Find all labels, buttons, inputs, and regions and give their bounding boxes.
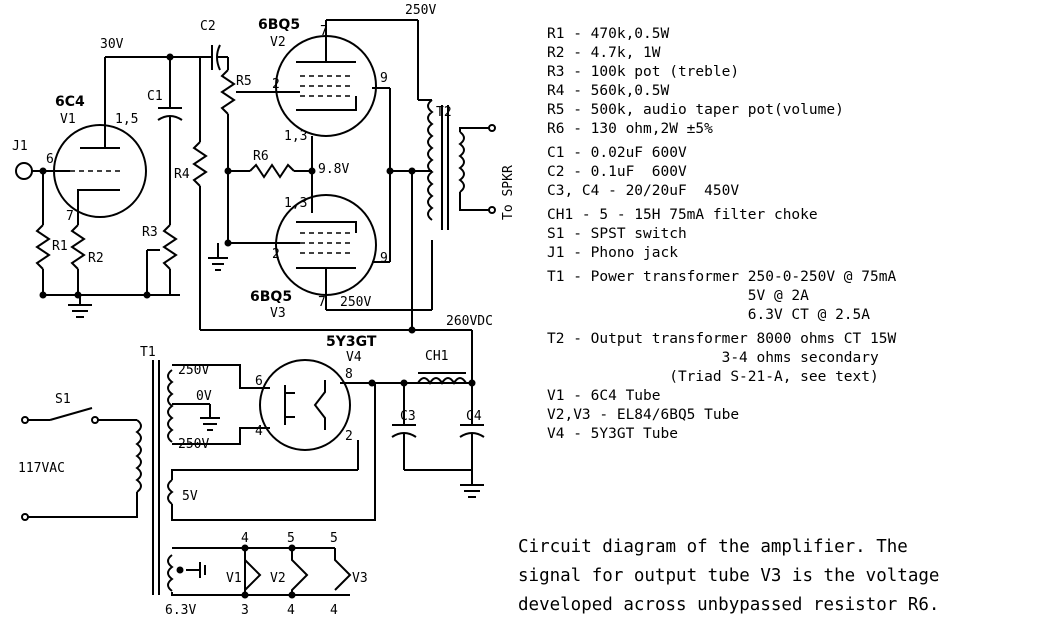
parts-list-item: T2 - Output transformer 8000 ohms CT 15W xyxy=(547,331,897,347)
heater-pin-5b-label: 5 xyxy=(330,531,338,546)
v2-pin13-label: 1,3 xyxy=(284,129,307,144)
parts-list-item: (Triad S-21-A, see text) xyxy=(547,369,879,385)
v3-pin9-label: 9 xyxy=(380,251,388,266)
v2-pin9-label: 9 xyxy=(380,71,388,86)
heater-pin-3-label: 3 xyxy=(241,603,249,618)
v1-type-label: 6C4 xyxy=(55,94,85,110)
heater-pin-5a-label: 5 xyxy=(287,531,295,546)
v2-type-label: 6BQ5 xyxy=(258,17,300,33)
parts-list-item: R3 - 100k pot (treble) xyxy=(547,64,740,80)
v1-pin7-label: 7 xyxy=(66,209,74,224)
v4-pin4-label: 4 xyxy=(255,424,263,439)
power-supply-wiring xyxy=(21,360,485,596)
figure-caption: Circuit diagram of the amplifier. The si… xyxy=(518,537,940,615)
t1-label: T1 xyxy=(140,345,156,360)
parts-list-item: 5V @ 2A xyxy=(547,288,809,304)
tube-v4 xyxy=(259,359,351,451)
c1-label: C1 xyxy=(147,89,163,104)
parts-list-item: CH1 - 5 - 15H 75mA filter choke xyxy=(547,207,818,223)
c4-label: C4 xyxy=(466,409,482,424)
tube-v1 xyxy=(53,124,147,218)
parts-list-item: V1 - 6C4 Tube xyxy=(547,388,661,404)
heater-pin-4c-label: 4 xyxy=(330,603,338,618)
parts-list-item: R1 - 470k,0.5W xyxy=(547,26,670,42)
parts-list-item: T1 - Power transformer 250-0-250V @ 75mA xyxy=(547,269,897,285)
v2-pin7-label: 7 xyxy=(320,24,328,39)
c2-label: C2 xyxy=(200,19,216,34)
heater-v1-label: V1 xyxy=(226,571,242,586)
v3-ref-label: V3 xyxy=(270,306,286,321)
parts-list: R1 - 470k,0.5W R2 - 4.7k, 1W R3 - 100k p… xyxy=(547,25,896,444)
parts-list-item: S1 - SPST switch xyxy=(547,226,687,242)
parts-list-item: R4 - 560k,0.5W xyxy=(547,83,670,99)
secondary-250v-a-label: 250V xyxy=(178,363,209,378)
v3-pin2-label: 2 xyxy=(272,247,280,262)
voltage-9-8v-label: 9.8V xyxy=(318,162,349,177)
output-transformer-t2 xyxy=(427,99,496,230)
v4-type-label: 5Y3GT xyxy=(326,334,377,350)
wiring xyxy=(15,19,473,383)
secondary-5v-label: 5V xyxy=(182,489,198,504)
v3-pin7-label: 7 xyxy=(318,295,326,310)
parts-list-item: 3-4 ohms secondary xyxy=(547,350,879,366)
parts-list-item: C3, C4 - 20/20uF 450V xyxy=(547,183,740,199)
ch1-label: CH1 xyxy=(425,349,448,364)
v1-ref-label: V1 xyxy=(60,112,76,127)
r4-label: R4 xyxy=(174,167,190,182)
r2-label: R2 xyxy=(88,251,104,266)
voltage-250v-label: 250V xyxy=(405,3,436,18)
v4-pin8-label: 8 xyxy=(345,367,353,382)
circuit-schematic: 6C4 V1 1,5 6 7 J1 C1 C2 R1 R2 R3 R4 R5 R… xyxy=(12,3,516,618)
junction-dots xyxy=(39,53,476,599)
v1-pin15-label: 1,5 xyxy=(115,112,138,127)
v2-ref-label: V2 xyxy=(270,35,286,50)
v1-pin6-label: 6 xyxy=(46,152,54,167)
voltage-250v-v3-label: 250V xyxy=(340,295,371,310)
voltage-260vdc-label: 260VDC xyxy=(446,314,493,329)
r1-label: R1 xyxy=(52,239,68,254)
heater-pin-4a-label: 4 xyxy=(241,531,249,546)
v2-pin2-label: 2 xyxy=(272,77,280,92)
parts-list-item: R5 - 500k, audio taper pot(volume) xyxy=(547,102,844,118)
v3-pin13-label: 1,3 xyxy=(284,196,307,211)
tube-v2 xyxy=(275,35,377,137)
r5-label: R5 xyxy=(236,74,252,89)
v3-type-label: 6BQ5 xyxy=(250,289,292,305)
t2-label: T2 xyxy=(436,105,452,120)
parts-list-item: V4 - 5Y3GT Tube xyxy=(547,426,678,442)
v4-ref-label: V4 xyxy=(346,350,362,365)
j1-label: J1 xyxy=(12,139,28,154)
parts-list-item: C1 - 0.02uF 600V xyxy=(547,145,687,161)
r6-label: R6 xyxy=(253,149,269,164)
secondary-6-3v-label: 6.3V xyxy=(165,603,196,618)
speaker-label: To SPKR xyxy=(501,165,516,220)
tube-v3 xyxy=(275,194,377,296)
parts-list-item: J1 - Phono jack xyxy=(547,245,678,261)
heater-pin-4b-label: 4 xyxy=(287,603,295,618)
c3-label: C3 xyxy=(400,409,416,424)
secondary-0v-label: 0V xyxy=(196,389,212,404)
schematic-labels: 6C4 V1 1,5 6 7 J1 C1 C2 R1 R2 R3 R4 R5 R… xyxy=(12,3,516,618)
r3-label: R3 xyxy=(142,225,158,240)
parts-list-item: R2 - 4.7k, 1W xyxy=(547,45,661,61)
parts-list-item: V2,V3 - EL84/6BQ5 Tube xyxy=(547,407,740,423)
v4-pin6-label: 6 xyxy=(255,374,263,389)
secondary-250v-b-label: 250V xyxy=(178,437,209,452)
voltage-30v-label: 30V xyxy=(100,37,124,52)
parts-list-item: R6 - 130 ohm,2W ±5% xyxy=(547,121,713,137)
parts-list-item: C2 - 0.1uF 600V xyxy=(547,164,687,180)
parts-list-item: 6.3V CT @ 2.5A xyxy=(547,307,871,323)
s1-label: S1 xyxy=(55,392,71,407)
mains-117vac-label: 117VAC xyxy=(18,461,65,476)
heater-v3-label: V3 xyxy=(352,571,368,586)
heater-v2-label: V2 xyxy=(270,571,286,586)
v4-pin2-label: 2 xyxy=(345,429,353,444)
